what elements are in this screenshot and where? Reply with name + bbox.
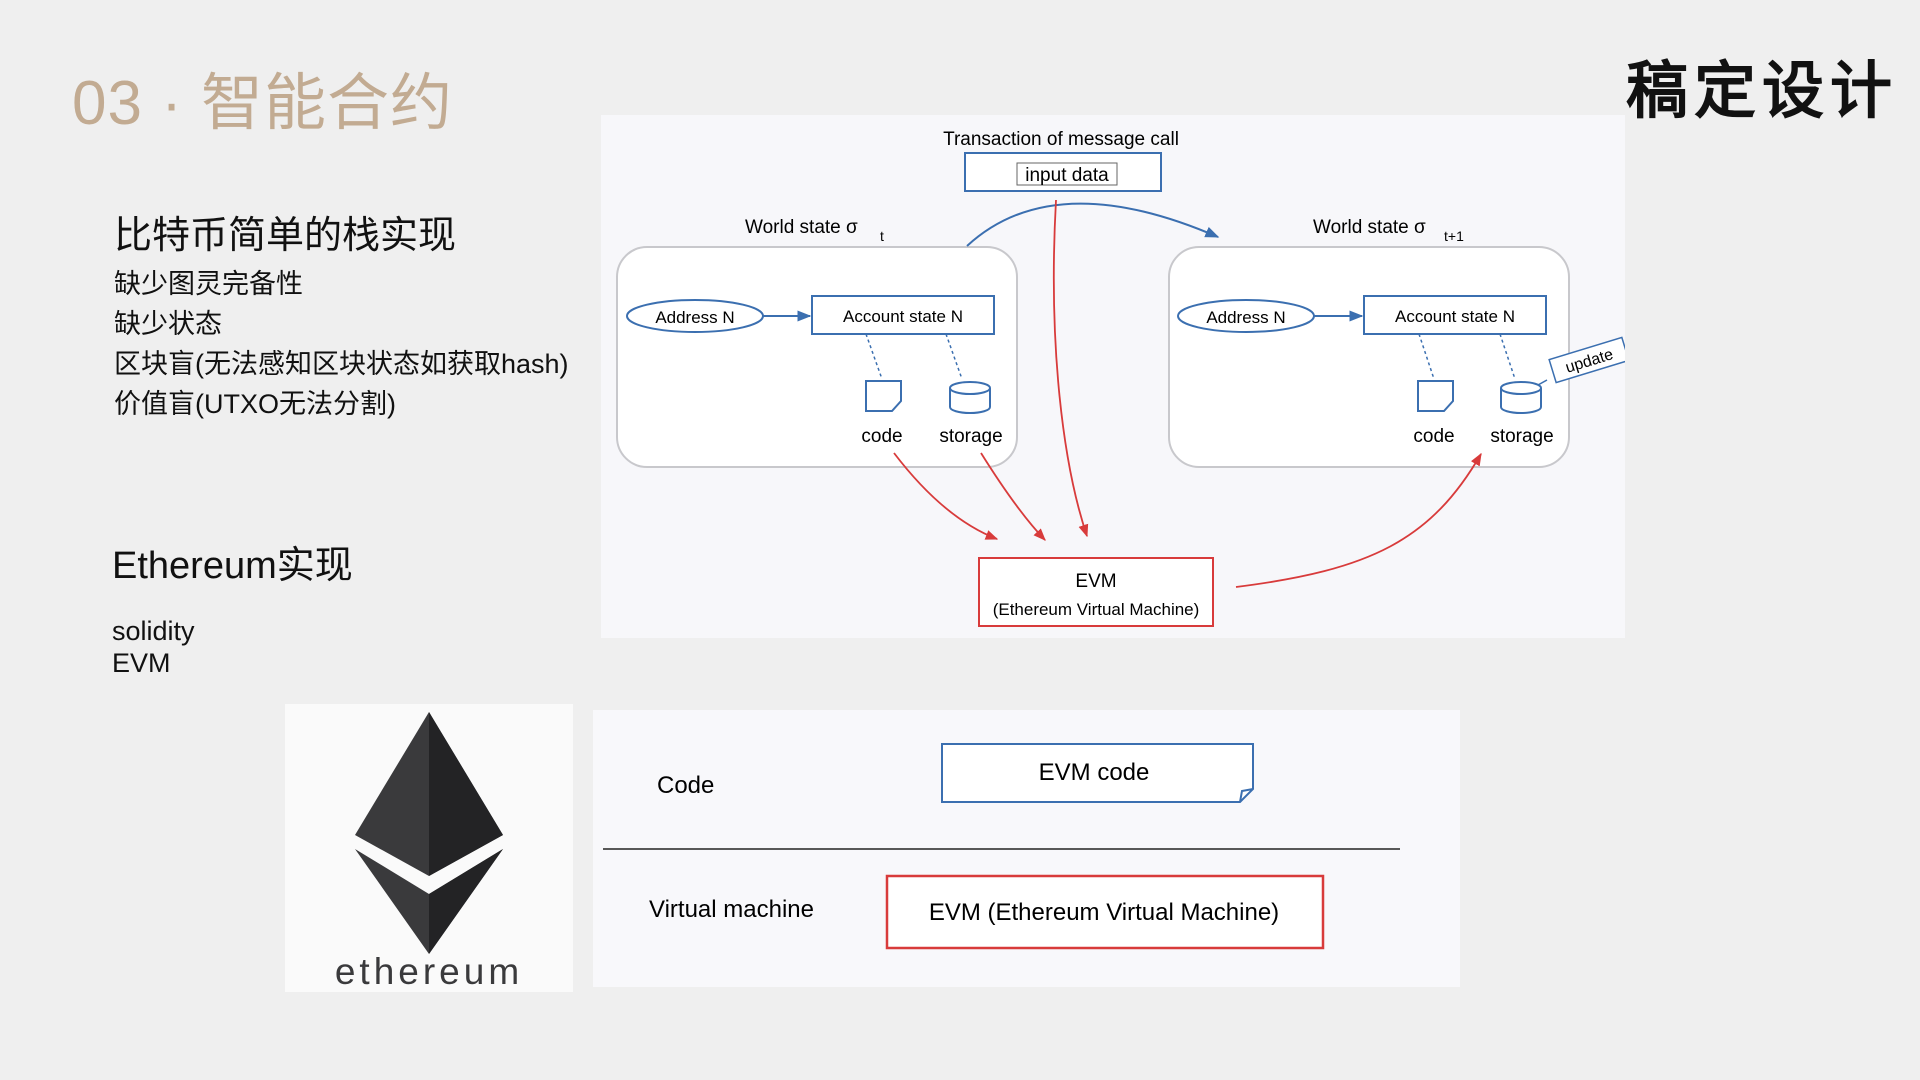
slide-title: 03 · 智能合约 — [72, 69, 454, 138]
evm-table-row-label: Virtual machine — [649, 896, 814, 923]
ethereum-logo: ethereum — [285, 704, 573, 992]
ethereum-point: EVM — [112, 648, 171, 678]
storage-to-evm-arrow — [980, 452, 1046, 541]
bitcoin-point: 价值盲(UTXO无法分割) — [114, 389, 396, 419]
ethereum-logo-svg: ethereum — [335, 712, 523, 992]
right-storage-icon — [1500, 388, 1542, 414]
left-storage-link — [945, 333, 963, 380]
evm-table-svg: Code EVM code Virtual machine EVM (Ether… — [603, 743, 1400, 950]
ethereum-point: solidity — [112, 616, 195, 646]
left-address-label: Address N — [655, 308, 734, 327]
evm-subtitle: (Ethereum Virtual Machine) — [993, 600, 1200, 619]
update-tag-connector — [1537, 379, 1548, 386]
bitcoin-heading: 比特币简单的栈实现 — [114, 215, 457, 257]
state-transition-arrow — [966, 202, 1220, 247]
evm-vm-label: EVM (Ethereum Virtual Machine) — [929, 899, 1279, 926]
input-data-label: input data — [1025, 165, 1109, 186]
right-code-link — [1418, 333, 1435, 380]
right-account-state-box — [1363, 295, 1547, 335]
bitcoin-point: 区块盲(无法感知区块状态如获取hash) — [114, 349, 569, 379]
ethereum-logo-upper-shade — [429, 712, 503, 876]
right-storage-label: storage — [1490, 426, 1553, 447]
bitcoin-point: 缺少图灵完备性 — [114, 269, 303, 299]
right-address-label: Address N — [1206, 308, 1285, 327]
right-code-label: code — [1413, 426, 1454, 447]
world-state-diagram: Transaction of message call input data W… — [601, 115, 1625, 638]
left-storage-icon-top — [949, 381, 991, 395]
brand-logo-text: 稿定设计 — [1625, 57, 1898, 126]
ethereum-heading: Ethereum实现 — [112, 545, 353, 587]
left-code-label: code — [861, 426, 902, 447]
evm-code-label: EVM code — [1039, 759, 1150, 786]
right-world-state-label: World state σ — [1313, 217, 1426, 238]
right-account-state-label: Account state N — [1395, 307, 1515, 326]
evm-title: EVM — [1075, 571, 1116, 592]
right-storage-icon-top — [1500, 381, 1542, 395]
input-to-evm-arrow — [1052, 199, 1089, 538]
input-data-inner — [1016, 162, 1118, 186]
evm-box — [978, 557, 1214, 627]
left-storage-label: storage — [939, 426, 1002, 447]
bitcoin-point: 缺少状态 — [114, 309, 222, 339]
left-code-icon — [865, 380, 902, 412]
evm-code-box — [941, 743, 1254, 803]
evm-to-storage-arrow — [1235, 452, 1482, 588]
world-state-diagram-svg: Transaction of message call input data W… — [616, 129, 1625, 627]
evm-code-box-fold — [1239, 788, 1254, 803]
left-storage-icon — [949, 388, 991, 414]
right-code-icon — [1417, 380, 1454, 412]
evm-table: Code EVM code Virtual machine EVM (Ether… — [593, 710, 1460, 987]
left-world-state-subscript: t — [880, 228, 884, 244]
right-storage-link — [1499, 333, 1516, 380]
ethereum-wordmark: ethereum — [335, 951, 523, 992]
ethereum-logo-lower-shade — [429, 849, 503, 954]
left-code-link — [865, 333, 883, 380]
right-world-state-subscript: t+1 — [1444, 228, 1464, 244]
left-account-state-box — [811, 295, 995, 335]
evm-vm-box — [885, 874, 1325, 950]
left-account-state-label: Account state N — [843, 307, 963, 326]
transaction-label: Transaction of message call — [943, 129, 1179, 150]
left-world-state-label: World state σ — [745, 217, 858, 238]
code-to-evm-arrow — [893, 452, 999, 540]
evm-table-row-label: Code — [657, 772, 714, 799]
